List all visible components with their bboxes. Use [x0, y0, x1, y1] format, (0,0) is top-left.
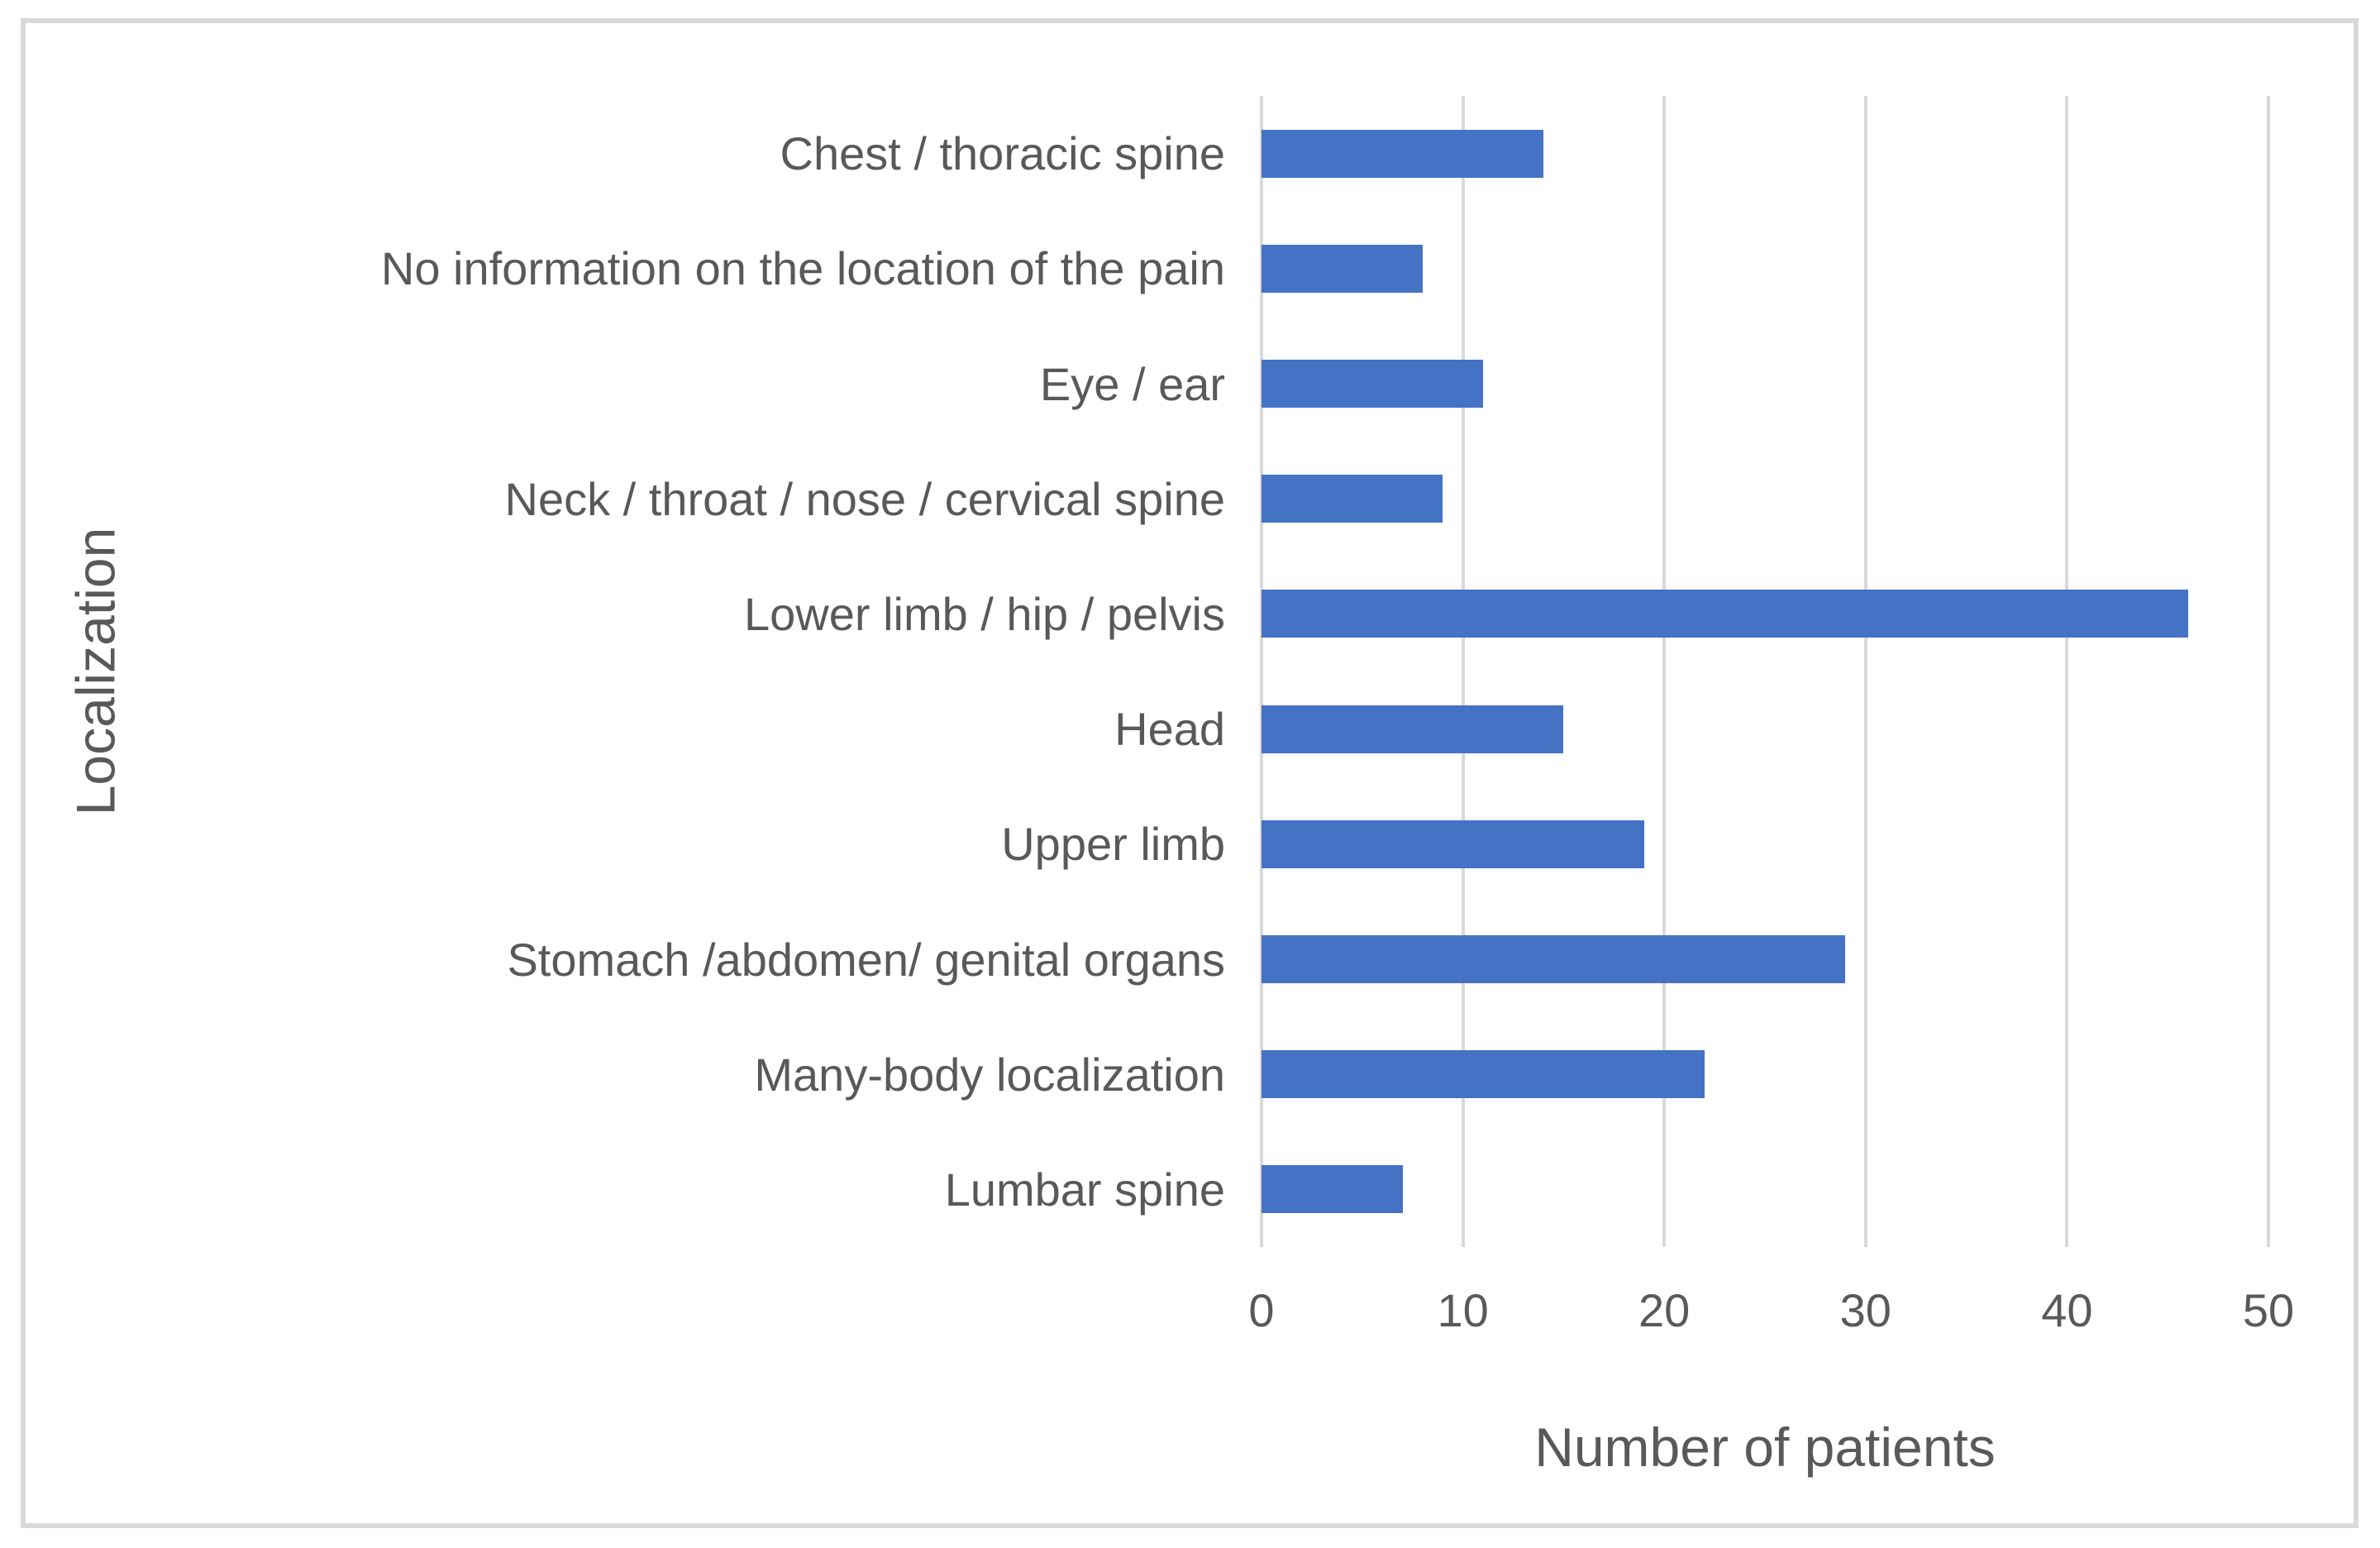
- bar-row: [1262, 96, 2268, 211]
- category-label: Lower limb / hip / pelvis: [743, 587, 1225, 640]
- figure-border: [21, 18, 2359, 1528]
- x-tick-label: 20: [1638, 1284, 1691, 1336]
- bar: [1262, 1050, 1705, 1099]
- gridline: [2267, 96, 2270, 1247]
- gridline: [2065, 96, 2069, 1247]
- bar-row: [1262, 901, 2268, 1016]
- bar: [1262, 705, 1564, 753]
- category-labels: Chest / thoracic spine No information on …: [165, 96, 1225, 1247]
- gridline: [1461, 96, 1465, 1247]
- x-tick-label: 30: [1839, 1284, 1891, 1336]
- category-label: Stomach /abdomen/ genital organs: [507, 933, 1225, 986]
- bar: [1262, 244, 1423, 293]
- bar-row: [1262, 671, 2268, 786]
- bar: [1262, 1165, 1403, 1214]
- category-label: Neck / throat / nose / cervical spine: [504, 472, 1226, 525]
- bar: [1262, 819, 1644, 868]
- bar-row: [1262, 326, 2268, 441]
- bars: [1262, 96, 2268, 1247]
- category-label: Head: [1114, 703, 1225, 756]
- bar-row: [1262, 442, 2268, 557]
- bar: [1262, 360, 1483, 408]
- gridline: [1662, 96, 1667, 1247]
- category-label: Chest / thoracic spine: [780, 127, 1225, 180]
- x-tick-label: 0: [1248, 1284, 1275, 1336]
- plot-area: [1260, 96, 2270, 1247]
- bar-row: [1262, 557, 2268, 671]
- category-label: Upper limb: [1001, 818, 1225, 871]
- category-label: Lumbar spine: [944, 1163, 1225, 1216]
- x-axis-title: Number of patients: [1534, 1417, 1996, 1478]
- gridlines: [1260, 96, 2270, 1247]
- y-axis-title: Localization: [64, 527, 126, 816]
- x-tick-labels: 0 10 20 30 40 50: [1248, 1283, 2294, 1350]
- x-tick-label: 40: [2041, 1284, 2093, 1336]
- gridline: [1260, 96, 1263, 1247]
- x-tick-label: 50: [2242, 1284, 2295, 1336]
- gridline: [1863, 96, 1867, 1247]
- bar-row: [1262, 1017, 2268, 1132]
- bar-row: [1262, 786, 2268, 901]
- category-label: No information on the location of the pa…: [380, 242, 1225, 295]
- bar: [1262, 590, 2188, 638]
- bar-row: [1262, 1132, 2268, 1247]
- bar: [1262, 935, 1846, 984]
- x-tick-label: 10: [1437, 1284, 1489, 1336]
- bar: [1262, 129, 1544, 178]
- category-label: Many-body localization: [754, 1048, 1225, 1101]
- category-label: Eye / ear: [1039, 357, 1225, 410]
- bar: [1262, 475, 1443, 523]
- bar-row: [1262, 211, 2268, 326]
- y-axis-title-wrap: Localization: [41, 96, 149, 1247]
